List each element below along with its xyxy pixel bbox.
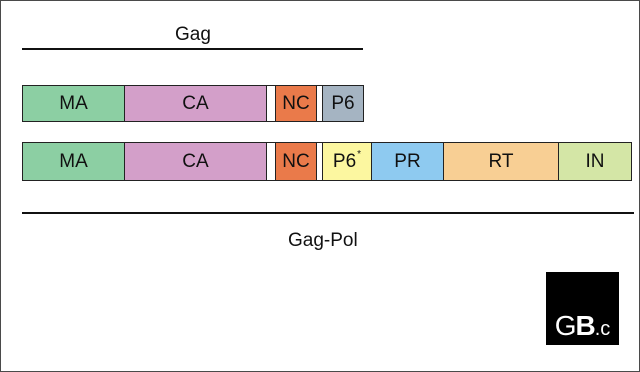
gag-segment-ca: CA	[124, 85, 267, 122]
gagpol-segment-in: IN	[558, 142, 632, 181]
gagpol-span-line	[22, 212, 634, 214]
gagpol-segment-nc: NC	[275, 142, 317, 181]
gagpol-segment-pr: PR	[371, 142, 444, 181]
gagpol-segment-ca: CA	[124, 142, 267, 181]
logo-mark: GB.c	[554, 310, 611, 341]
gagpol-segment-rt: RT	[443, 142, 559, 181]
gag-segment-p6: P6	[322, 85, 364, 122]
publisher-logo: GB.c	[546, 272, 619, 345]
gagpol-label: Gag-Pol	[288, 230, 358, 251]
gagpol-segment-ma: MA	[22, 142, 125, 181]
gagpol-segment-p6-star: P6*	[322, 142, 372, 181]
gag-span-line	[22, 48, 363, 50]
p6-star-label: P6	[332, 150, 357, 172]
gag-label: Gag	[175, 24, 211, 45]
gag-segment-ma: MA	[22, 85, 125, 122]
gag-segment-nc: NC	[275, 85, 317, 122]
